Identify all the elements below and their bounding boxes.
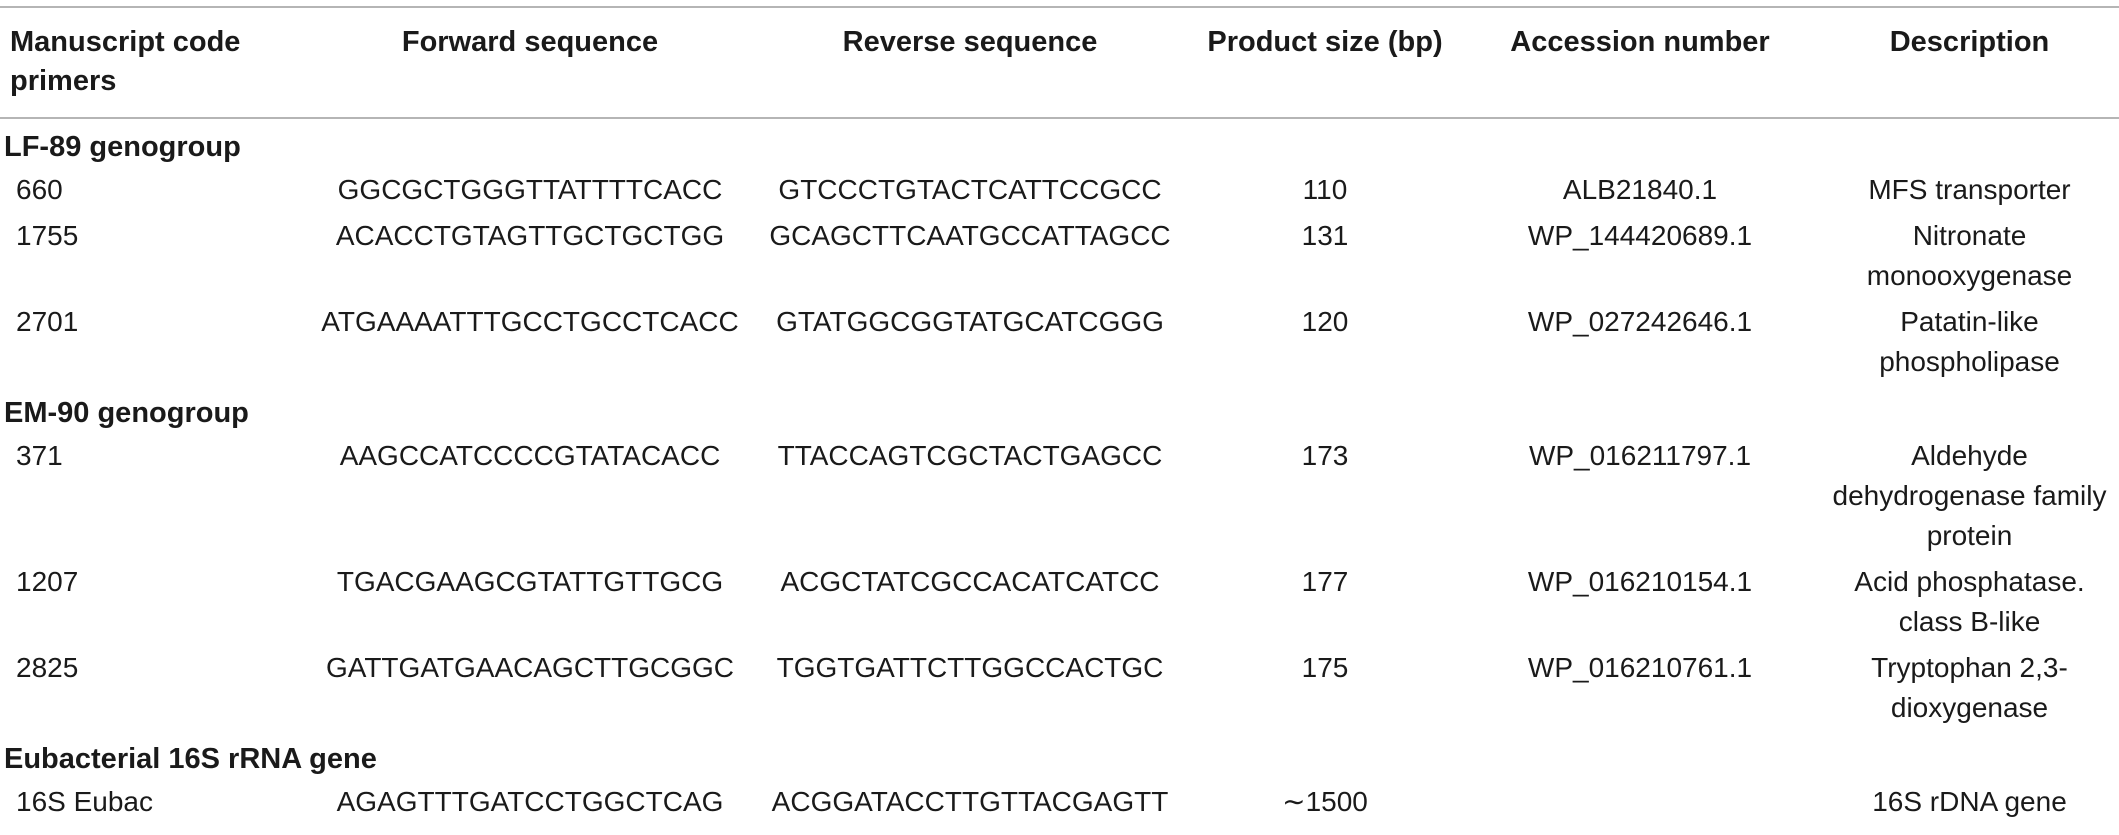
- cell-description: 16S rDNA gene: [1872, 786, 2067, 817]
- cell-product-size: 173: [1301, 440, 1349, 471]
- cell-product-size: ∼1500: [1282, 786, 1368, 817]
- table-row: 2825 GATTGATGAACAGCTTGCGGC TGGTGATTCTTGGCC…: [0, 645, 2119, 731]
- cell-description: Tryptophan 2,3-dioxygenase: [1871, 652, 2068, 723]
- cell-forward-sequence: ATGAAAATTTGCCTGCCTCACC: [321, 306, 739, 337]
- cell-code: 2701: [16, 306, 79, 337]
- cell-code: 16S Eubac: [16, 786, 153, 817]
- table-row: 1755 ACACCTGTAGTTGCTGCTGG GCAGCTTCAATGCCAT…: [0, 213, 2119, 299]
- cell-forward-sequence: GATTGATGAACAGCTTGCGGC: [325, 652, 735, 683]
- header-accession-number: Accession number: [1510, 26, 1770, 58]
- cell-reverse-sequence: GTATGGCGGTATGCATCGGG: [776, 306, 1164, 337]
- header-row: Manuscript code primers Forward sequence…: [0, 7, 2119, 118]
- header-forward-sequence: Forward sequence: [401, 26, 659, 58]
- cell-reverse-sequence: TTACCAGTCGCTACTGAGCC: [777, 440, 1163, 471]
- cell-reverse-sequence: ACGCTATCGCCACATCATCC: [780, 566, 1160, 597]
- cell-product-size: 131: [1301, 220, 1349, 251]
- cell-code: 2825: [16, 652, 79, 683]
- group-heading: EM-90 genogroup: [4, 397, 249, 429]
- cell-code: 660: [16, 174, 63, 205]
- primer-table: Manuscript code primers Forward sequence…: [0, 6, 2119, 825]
- header-product-size: Product size (bp): [1207, 26, 1443, 58]
- cell-accession-number: WP_144420689.1: [1527, 220, 1753, 251]
- cell-description: Nitronate monooxygenase: [1866, 220, 2073, 291]
- cell-reverse-sequence: GCAGCTTCAATGCCATTAGCC: [769, 220, 1171, 251]
- table-row: 660 GGCGCTGGGTTATTTTCACC GTCCCTGTACTCATTCC…: [0, 167, 2119, 213]
- cell-accession-number: WP_027242646.1: [1527, 306, 1753, 337]
- cell-description: Acid phosphatase. class B-like: [1854, 566, 2085, 637]
- table-row: 1207 TGACGAAGCGTATTGTTGCG ACGCTATCGCCACATC…: [0, 559, 2119, 645]
- table-row: 371 AAGCCATCCCCGTATACACC TTACCAGTCGCTACTGA…: [0, 433, 2119, 559]
- cell-forward-sequence: AAGCCATCCCCGTATACACC: [339, 440, 721, 471]
- cell-description: MFS transporter: [1868, 174, 2071, 205]
- cell-forward-sequence: AGAGTTTGATCCTGGCTCAG: [336, 786, 724, 817]
- cell-accession-number: [1460, 779, 1820, 825]
- table-body: LF-89 genogroup 660 GGCGCTGGGTTATTTTCACC GT…: [0, 118, 2119, 825]
- cell-forward-sequence: TGACGAAGCGTATTGTTGCG: [336, 566, 724, 597]
- group-heading: LF-89 genogroup: [4, 131, 241, 163]
- group-heading-row: Eubacterial 16S rRNA gene: [0, 731, 2119, 779]
- group-heading: Eubacterial 16S rRNA gene: [4, 743, 377, 775]
- table-row: 16S Eubac AGAGTTTGATCCTGGCTCAG ACGGATACCTT…: [0, 779, 2119, 825]
- group-heading-row: EM-90 genogroup: [0, 385, 2119, 433]
- cell-description: Aldehyde dehydrogenase family protein: [1832, 440, 2107, 551]
- cell-code: 1207: [16, 566, 79, 597]
- cell-reverse-sequence: TGGTGATTCTTGGCCACTGC: [776, 652, 1164, 683]
- cell-code: 1755: [16, 220, 79, 251]
- header-reverse-sequence: Reverse sequence: [842, 26, 1098, 58]
- cell-accession-number: WP_016210154.1: [1527, 566, 1753, 597]
- cell-forward-sequence: GGCGCTGGGTTATTTTCACC: [337, 174, 723, 205]
- cell-reverse-sequence: GTCCCTGTACTCATTCCGCC: [778, 174, 1162, 205]
- cell-product-size: 175: [1301, 652, 1349, 683]
- cell-forward-sequence: ACACCTGTAGTTGCTGCTGG: [335, 220, 725, 251]
- table-row: 2701 ATGAAAATTTGCCTGCCTCACC GTATGGCGGTATGC…: [0, 299, 2119, 385]
- table-header: Manuscript code primers Forward sequence…: [0, 7, 2119, 118]
- group-heading-row: LF-89 genogroup: [0, 118, 2119, 167]
- cell-description: Patatin-like phospholipase: [1879, 306, 2060, 377]
- header-manuscript-code: Manuscript code primers: [10, 26, 241, 97]
- cell-accession-number: ALB21840.1: [1562, 174, 1718, 205]
- cell-code: 371: [16, 440, 63, 471]
- cell-accession-number: WP_016211797.1: [1528, 440, 1752, 471]
- cell-reverse-sequence: ACGGATACCTTGTTACGAGTT: [771, 786, 1169, 817]
- header-description: Description: [1889, 26, 2050, 58]
- cell-accession-number: WP_016210761.1: [1527, 652, 1753, 683]
- cell-product-size: 120: [1301, 306, 1349, 337]
- cell-product-size: 177: [1301, 566, 1349, 597]
- cell-product-size: 110: [1302, 174, 1348, 205]
